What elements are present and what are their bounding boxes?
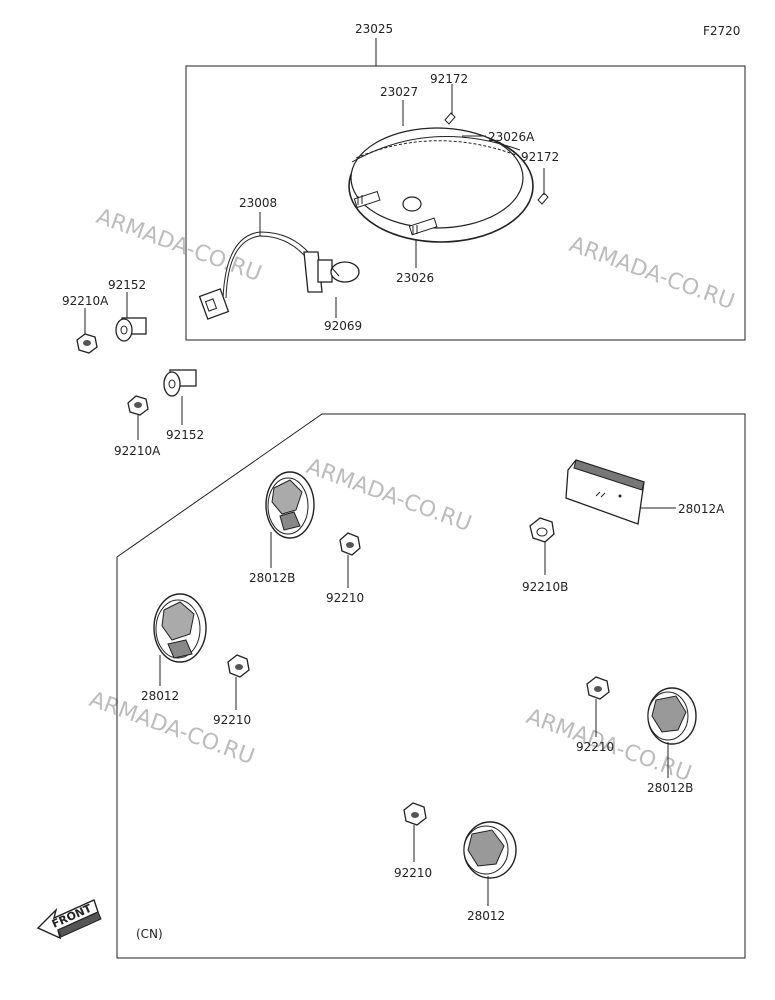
part-label-28012-bottom: 28012 — [467, 909, 505, 923]
part-label-92172-top: 92172 — [430, 72, 468, 86]
part-label-92152-lower: 92152 — [166, 428, 204, 442]
part-label-92210-c: 92210 — [576, 740, 614, 754]
screw-92172-right — [537, 168, 549, 205]
part-label-92172-right: 92172 — [521, 150, 559, 164]
nut-92210-b — [227, 654, 250, 710]
part-label-92210A-lower: 92210A — [114, 444, 161, 458]
front-arrow-icon: FRONT — [36, 899, 102, 940]
part-label-92152-top: 92152 — [108, 278, 146, 292]
part-label-92210-d: 92210 — [394, 866, 432, 880]
nut-92210-d — [403, 802, 427, 862]
nut-92210-a — [339, 532, 361, 588]
part-label-92210-b: 92210 — [213, 713, 251, 727]
reflector-28012-bottom — [463, 821, 517, 906]
nut-92210A-lower — [127, 395, 149, 440]
wiring-harness-23008 — [198, 231, 323, 320]
collar-92152-top — [115, 292, 147, 342]
nut-92210A-top — [76, 308, 98, 354]
part-label-23026: 23026 — [396, 271, 434, 285]
part-label-92210B: 92210B — [522, 580, 568, 594]
part-label-92069: 92069 — [324, 319, 362, 333]
reflector-area-box — [116, 413, 746, 959]
watermark: ARMADA-CO.RU — [566, 232, 738, 315]
figure-code: F2720 — [703, 24, 740, 38]
part-label-92210A-top: 92210A — [62, 294, 109, 308]
part-label-23008: 23008 — [239, 196, 277, 210]
part-label-23025: 23025 — [355, 22, 393, 36]
tail-lamp-housing — [348, 127, 534, 243]
bulb-92069 — [317, 259, 360, 283]
part-label-28012A: 28012A — [678, 502, 725, 516]
part-label-23026A: 23026A — [488, 130, 535, 144]
part-label-28012-left: 28012 — [141, 689, 179, 703]
license-reflector-28012A — [565, 459, 676, 525]
part-label-28012B-right: 28012B — [647, 781, 693, 795]
tail-lamp-assembly-box: 23025 — [185, 22, 746, 341]
region-label: (CN) — [136, 927, 163, 941]
screw-92172-top — [444, 84, 456, 125]
part-label-92210-a: 92210 — [326, 591, 364, 605]
nut-92210B — [529, 517, 555, 575]
reflector-28012B-upper — [265, 471, 315, 568]
nut-92210-c — [586, 676, 610, 737]
watermark: ARMADA-CO.RU — [93, 204, 265, 287]
reflector-28012-left — [153, 593, 207, 686]
watermark: ARMADA-CO.RU — [303, 454, 475, 537]
part-label-23027: 23027 — [380, 85, 418, 99]
part-label-28012B-upper: 28012B — [249, 571, 295, 585]
reflector-28012B-right — [647, 687, 697, 778]
collar-92152-lower — [163, 369, 197, 425]
